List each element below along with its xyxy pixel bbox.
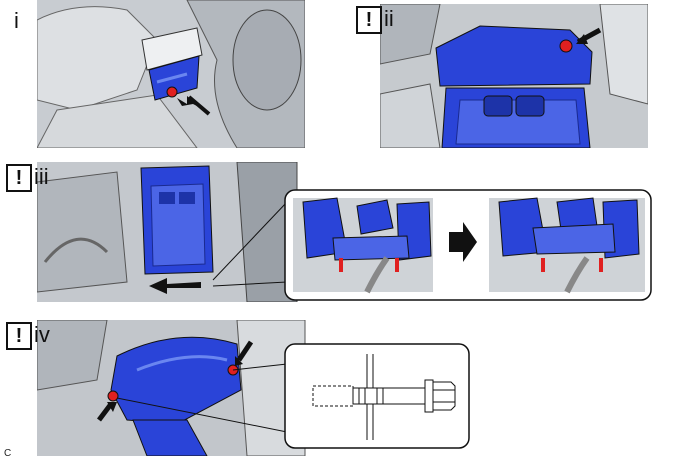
step-label-i: i: [14, 8, 19, 33]
arrow-pointer-icon: [236, 340, 254, 362]
panel-step-iii: [37, 162, 657, 302]
transition-arrow-icon: [449, 222, 477, 262]
caution-icon: !: [6, 164, 32, 192]
callout-before: [293, 197, 433, 294]
bolt-icon: [166, 86, 178, 98]
panel-step-iv: [37, 320, 477, 456]
step-label-ii: ii: [384, 6, 394, 31]
panel-step-i: [37, 0, 305, 148]
step-label-iii: iii: [34, 164, 49, 189]
figure-code: C: [4, 448, 12, 459]
caution-icon: !: [6, 322, 32, 350]
bolt-icon: [107, 390, 119, 402]
engine-illustration-ii: [380, 4, 648, 148]
callout-after: [489, 197, 645, 294]
arrow-pointer-icon: [97, 402, 113, 422]
caution-icon: !: [356, 6, 382, 34]
engine-illustration-iii: [37, 162, 652, 302]
bolt-icon: [339, 258, 343, 272]
engine-illustration-iv: [37, 320, 470, 456]
bolt-icon: [599, 258, 603, 272]
arrow-pointer-icon: [149, 278, 201, 294]
bolt-icon: [395, 258, 399, 272]
engine-illustration-i: [37, 0, 305, 148]
step-label-iv: iv: [34, 322, 50, 347]
bolt-icon: [541, 258, 545, 272]
bolt-icon: [559, 39, 573, 53]
bolt-detail: [312, 354, 456, 440]
panel-step-ii: [380, 4, 648, 148]
